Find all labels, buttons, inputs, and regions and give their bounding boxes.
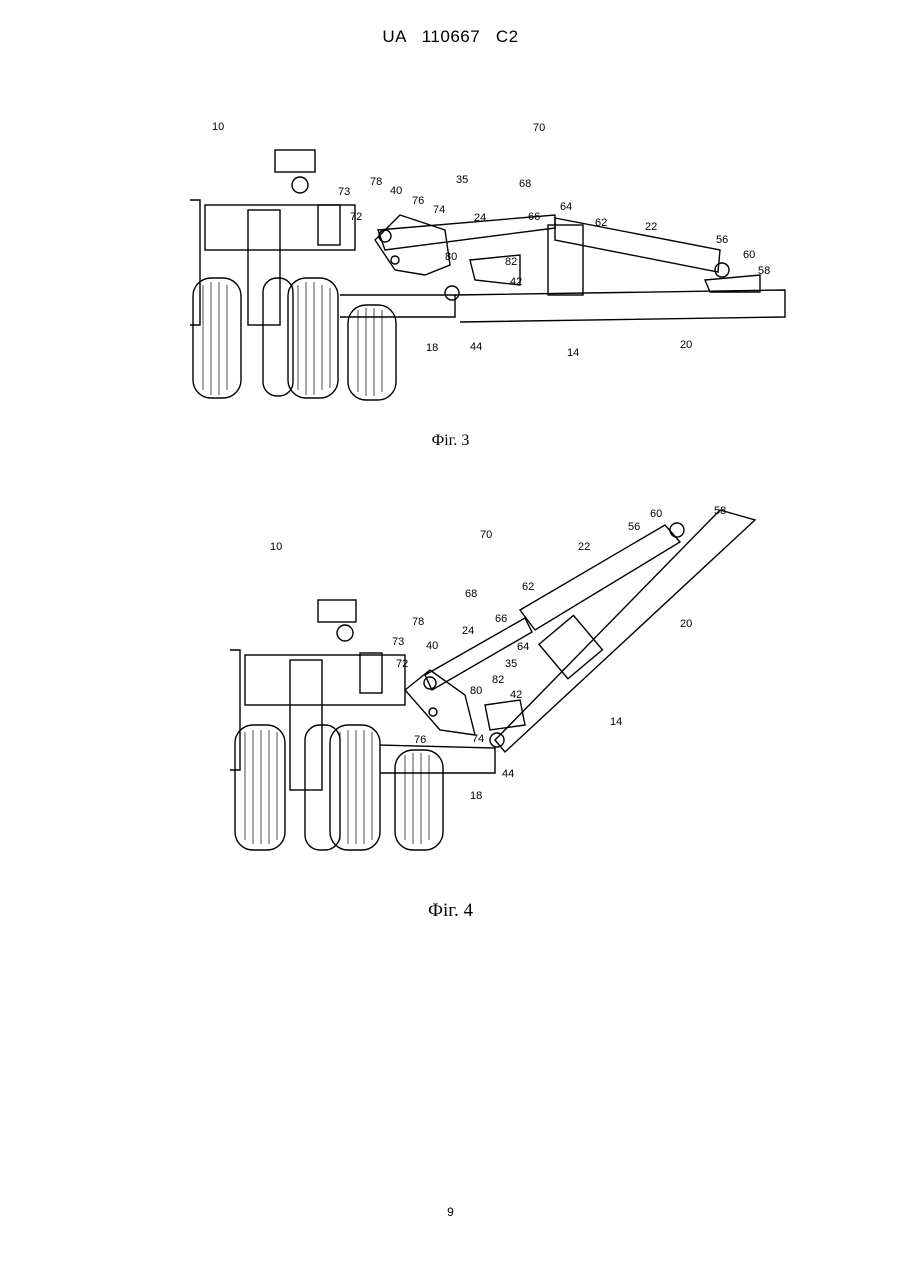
label-68: 68 (519, 178, 531, 190)
label-22: 22 (578, 541, 590, 553)
label-82: 82 (505, 256, 517, 268)
label-20: 20 (680, 339, 692, 351)
label-20: 20 (680, 618, 692, 630)
label-78: 78 (370, 176, 382, 188)
label-58: 58 (758, 265, 770, 277)
label-35: 35 (456, 174, 468, 186)
label-35: 35 (505, 658, 517, 670)
label-73: 73 (392, 636, 404, 648)
label-80: 80 (470, 685, 482, 697)
label-64: 64 (517, 641, 529, 653)
label-14: 14 (610, 716, 622, 728)
label-18: 18 (426, 342, 438, 354)
label-80: 80 (445, 251, 457, 263)
label-60: 60 (650, 508, 662, 520)
label-24: 24 (474, 212, 486, 224)
label-44: 44 (470, 341, 482, 353)
figure-3-drawing: 10 70 68 35 73 78 40 76 74 72 24 66 64 6… (0, 100, 901, 420)
page-number: 9 (0, 1205, 901, 1219)
label-64: 64 (560, 201, 572, 213)
label-56: 56 (628, 521, 640, 533)
label-56: 56 (716, 234, 728, 246)
label-78: 78 (412, 616, 424, 628)
label-18: 18 (470, 790, 482, 802)
figure-4-labels: 10 70 68 60 58 56 22 62 66 64 24 20 78 7… (0, 490, 901, 880)
label-73: 73 (338, 186, 350, 198)
figure-3-caption: Фіг. 3 (0, 432, 901, 450)
label-72: 72 (350, 211, 362, 223)
label-66: 66 (495, 613, 507, 625)
label-42: 42 (510, 689, 522, 701)
label-82: 82 (492, 674, 504, 686)
label-42: 42 (510, 276, 522, 288)
label-40: 40 (390, 185, 402, 197)
label-14: 14 (567, 347, 579, 359)
label-68: 68 (465, 588, 477, 600)
label-10: 10 (212, 121, 224, 133)
figure-3-labels: 10 70 68 35 73 78 40 76 74 72 24 66 64 6… (0, 100, 901, 420)
label-10: 10 (270, 541, 282, 553)
label-60: 60 (743, 249, 755, 261)
label-76: 76 (414, 734, 426, 746)
label-44: 44 (502, 768, 514, 780)
label-72: 72 (396, 658, 408, 670)
figure-4-caption: Фіг. 4 (0, 900, 901, 922)
label-70: 70 (480, 529, 492, 541)
label-24: 24 (462, 625, 474, 637)
label-74: 74 (433, 204, 445, 216)
document-number-header: UA 110667 C2 (0, 27, 901, 47)
label-70: 70 (533, 122, 545, 134)
label-74: 74 (472, 733, 484, 745)
label-62: 62 (595, 217, 607, 229)
label-66: 66 (528, 211, 540, 223)
figure-4-drawing: 10 70 68 60 58 56 22 62 66 64 24 20 78 7… (0, 490, 901, 880)
label-40: 40 (426, 640, 438, 652)
label-58: 58 (714, 505, 726, 517)
label-62: 62 (522, 581, 534, 593)
label-22: 22 (645, 221, 657, 233)
label-76: 76 (412, 195, 424, 207)
